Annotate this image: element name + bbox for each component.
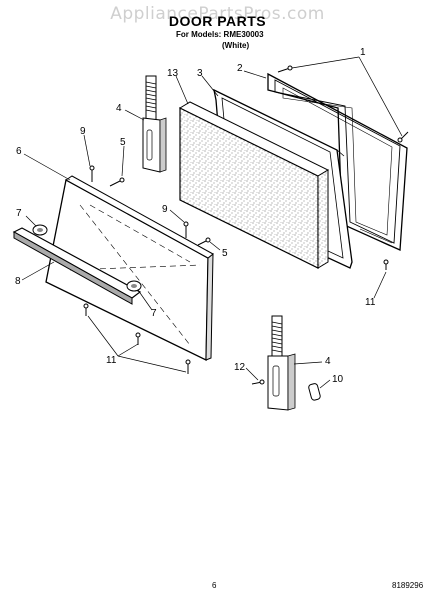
color-line: (White): [222, 41, 250, 50]
callout-6: 6: [16, 146, 22, 157]
callout-4-upper: 4: [116, 103, 122, 114]
page-title: DOOR PARTS: [168, 13, 267, 29]
watermark: AppliancePartsPros.com: [110, 4, 325, 24]
callout-9-left: 9: [80, 126, 86, 137]
callout-13: 13: [167, 68, 179, 79]
callout-3: 3: [197, 68, 203, 79]
page-number: 6: [212, 581, 217, 590]
callout-7-left: 7: [16, 208, 22, 219]
callout-numbers: 1 2 3 13 4 9 5 6 7 8 9 5 7 11 12 4 10 11: [15, 47, 376, 385]
callout-10: 10: [332, 374, 344, 385]
callout-4-lower: 4: [325, 356, 331, 367]
door-handle: [12, 227, 142, 305]
screws: [83, 65, 409, 385]
hinge-upper: [142, 75, 167, 173]
models-line: For Models: RME30003: [176, 30, 264, 39]
hinge-receptacle: [308, 383, 321, 401]
callout-9-right: 9: [162, 204, 168, 215]
leader-lines: [21, 56, 403, 389]
handle-end-cap-right: [126, 280, 142, 292]
hinge-lower: [267, 315, 296, 411]
document-number: 8189296: [392, 581, 424, 590]
callout-7-right: 7: [151, 308, 157, 319]
callout-2: 2: [237, 63, 243, 74]
callout-11-left: 11: [106, 355, 117, 366]
callout-12: 12: [234, 362, 246, 373]
callout-5-right: 5: [222, 248, 228, 259]
door-insulation: [178, 101, 330, 269]
callout-8: 8: [15, 276, 21, 287]
handle-end-cap-left: [32, 224, 48, 236]
callout-11-right: 11: [365, 297, 376, 308]
callout-1: 1: [360, 47, 366, 58]
callout-5-left: 5: [120, 137, 126, 148]
